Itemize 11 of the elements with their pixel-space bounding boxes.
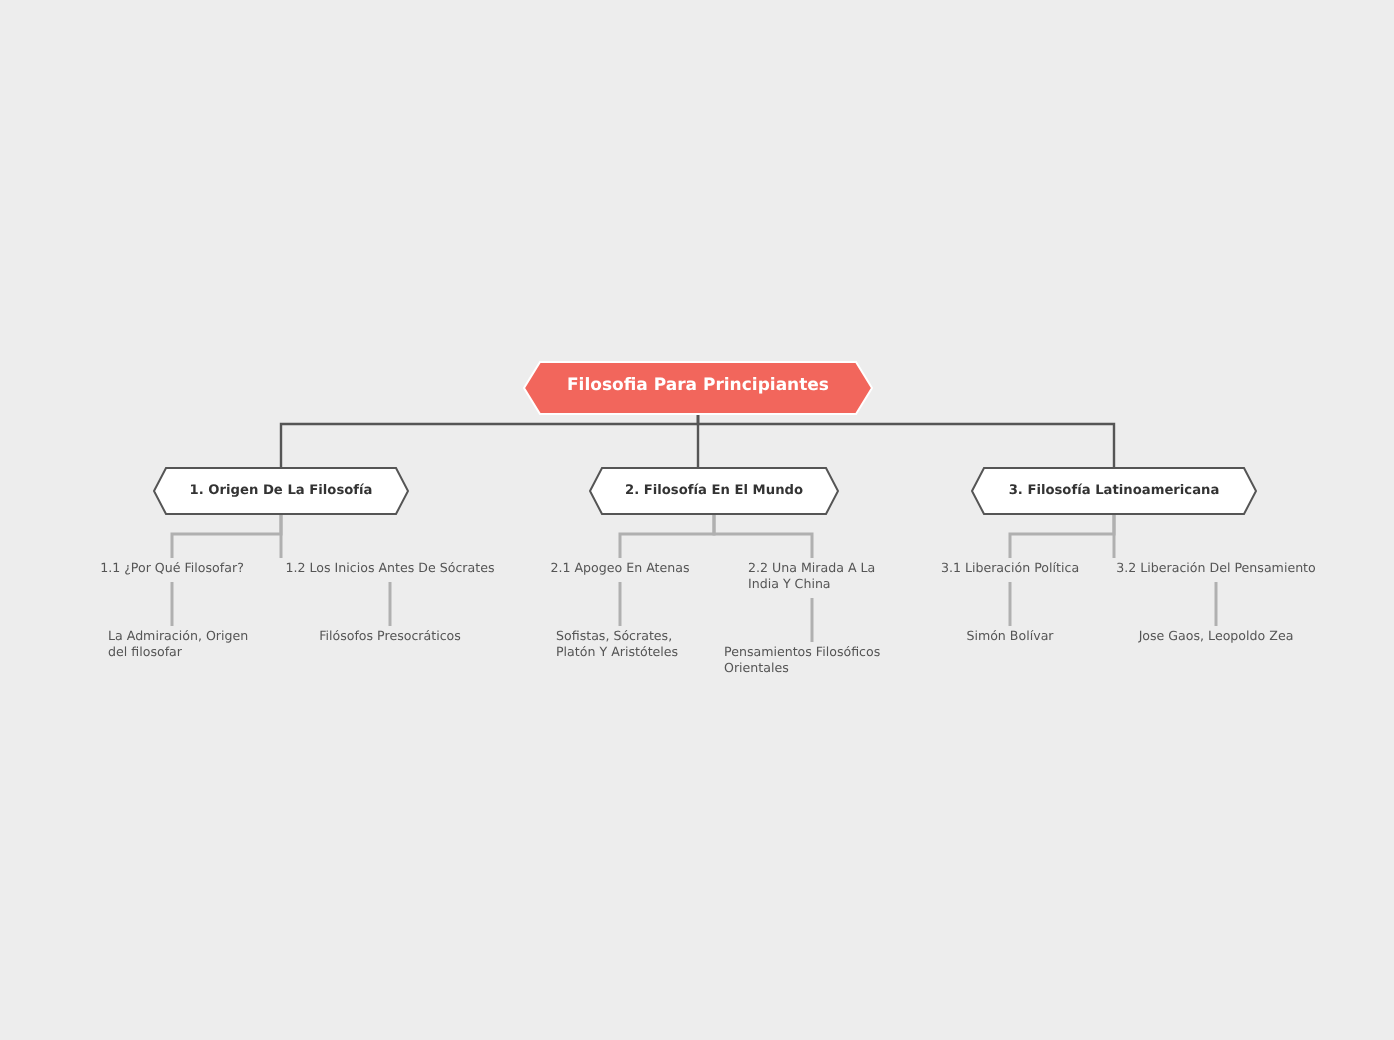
connector-line: [1112, 514, 1116, 558]
connector-line: [810, 598, 814, 642]
connector-line: [279, 514, 283, 558]
connector-line: [712, 514, 814, 558]
connector-line: [1214, 582, 1218, 626]
connector-line: [170, 582, 174, 626]
topic-title: Filosofia Para Principiantes: [566, 376, 829, 400]
connector-line: [696, 414, 1116, 468]
connector-line: [388, 582, 392, 626]
connector-line: [1008, 582, 1012, 626]
connector-line: [618, 582, 622, 626]
